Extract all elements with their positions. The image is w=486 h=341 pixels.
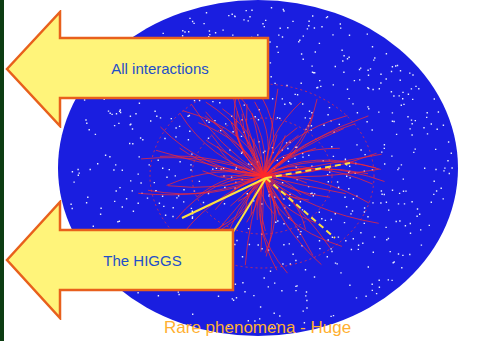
callout-arrow: The HIGGS [5,200,235,320]
callout-text: The HIGGS [103,252,181,269]
higgs-track [266,163,350,178]
callout-arrow: All interactions [5,10,270,128]
edge-strip [0,0,4,341]
higgs-track [266,178,335,238]
arrow-outline [7,202,233,318]
arrow-outline [7,12,268,126]
callout-text: All interactions [111,60,209,77]
caption-note: Rare phenomena - Huge [164,318,351,338]
